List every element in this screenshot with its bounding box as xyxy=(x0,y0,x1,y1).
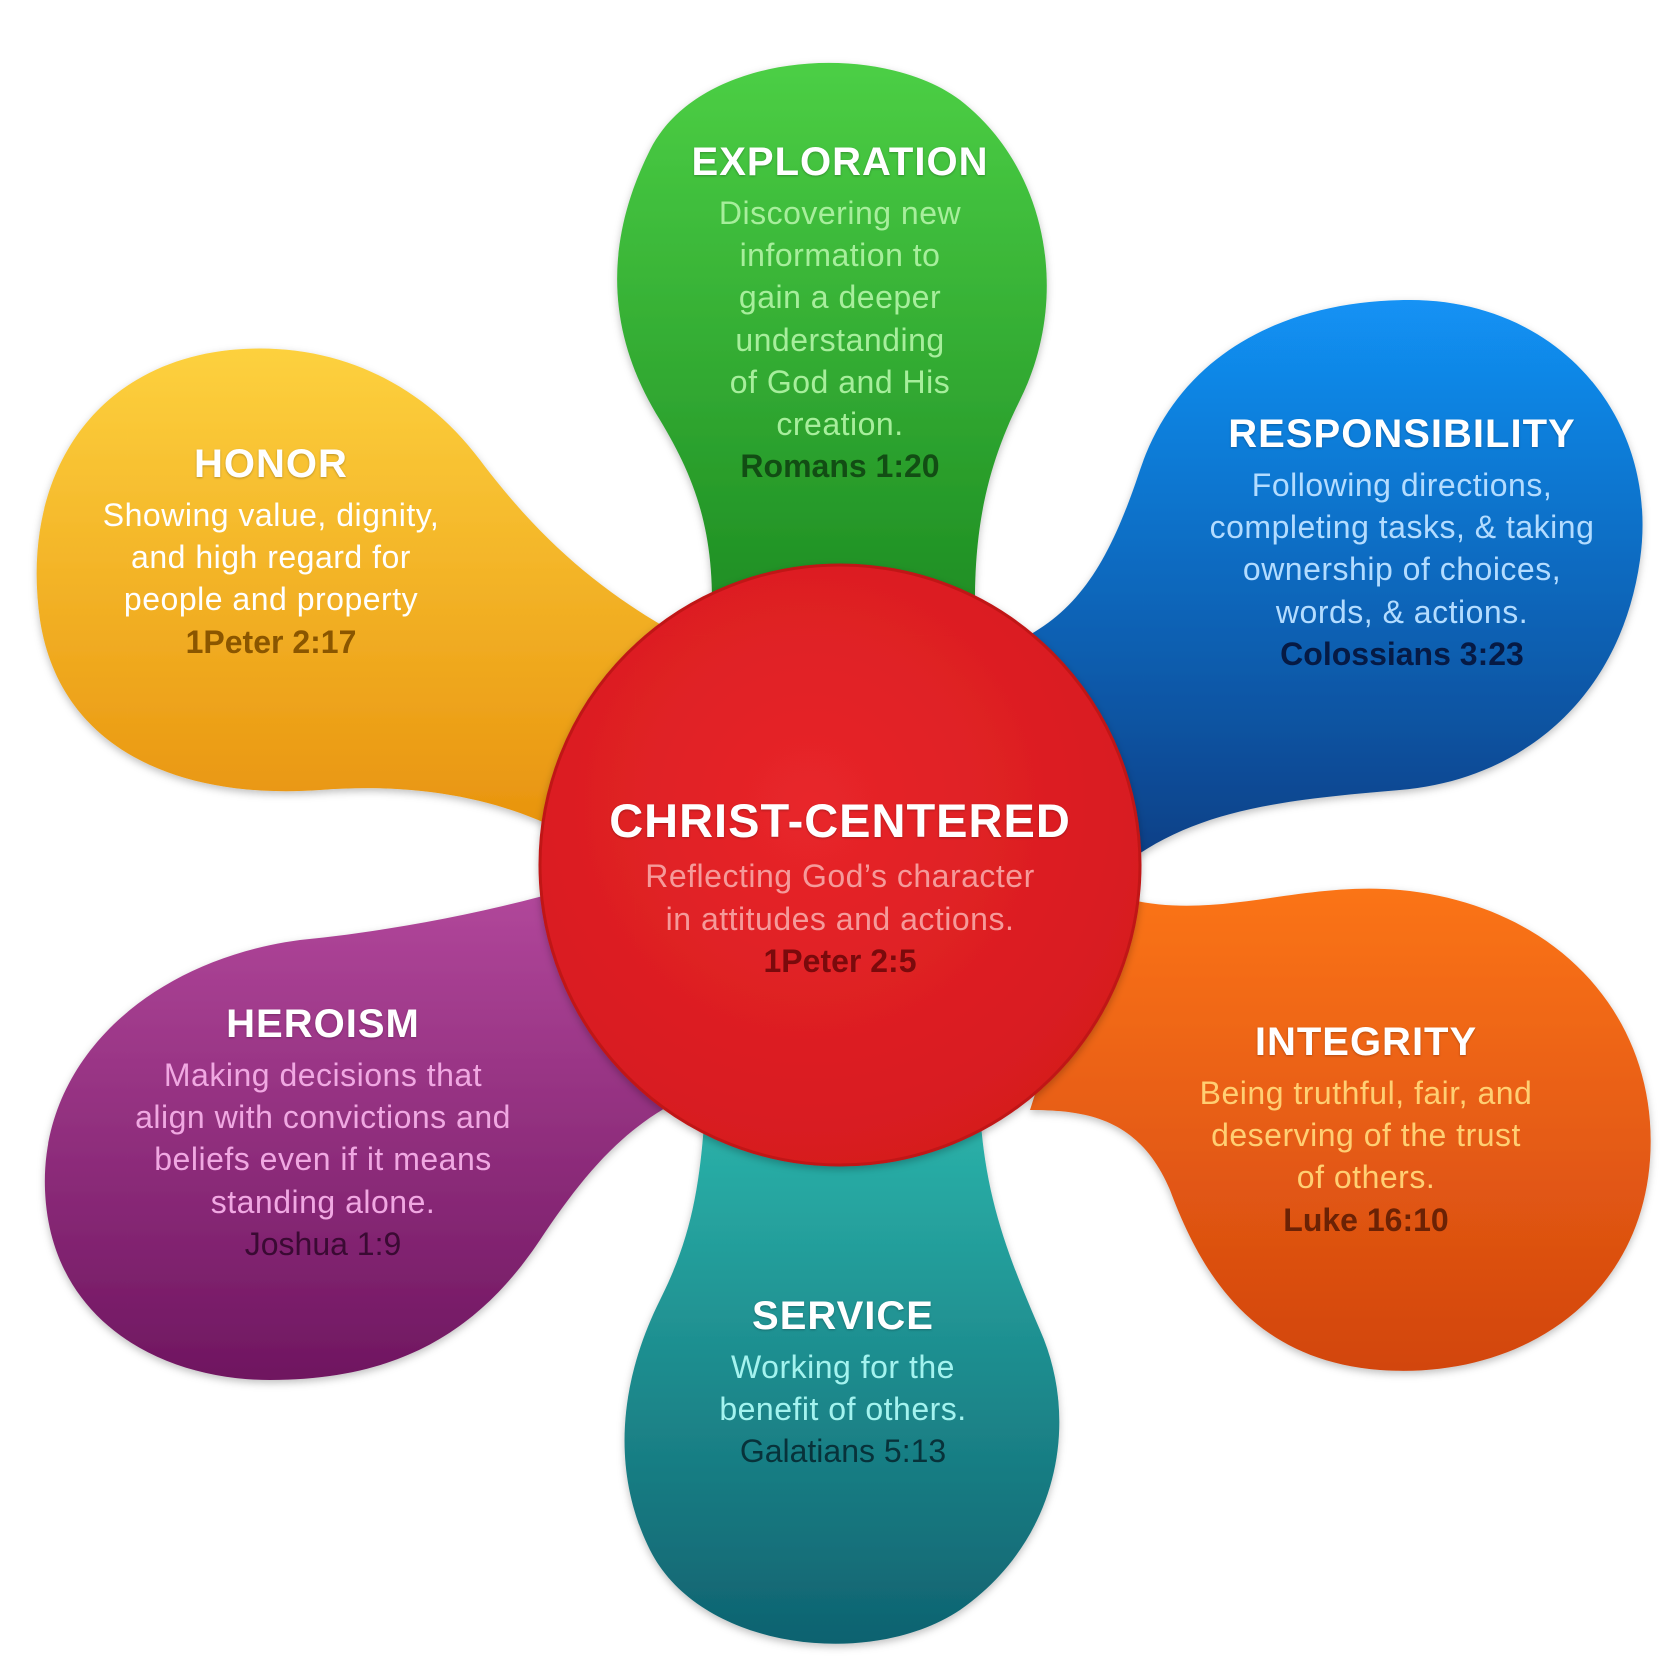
honor-reference: 1Peter 2:17 xyxy=(185,623,357,660)
integrity-description-line: Being truthful, fair, and xyxy=(1199,1075,1533,1111)
exploration-description-line: of God and His xyxy=(729,363,951,400)
exploration-description-line: creation. xyxy=(776,406,904,443)
integrity-description-line: of others. xyxy=(1296,1159,1436,1196)
petal-honor xyxy=(36,348,670,830)
center-title: CHRIST-CENTERED xyxy=(609,794,1071,847)
exploration-description-line: information to xyxy=(739,237,941,274)
service-title: SERVICE xyxy=(752,1294,934,1338)
heroism-label: HEROISM Making decisions that align with… xyxy=(103,1000,543,1263)
service-description-line: Working for the xyxy=(731,1349,955,1385)
heroism-title: HEROISM xyxy=(226,1002,420,1046)
center-description-line: in attitudes and actions. xyxy=(665,900,1015,937)
exploration-title: EXPLORATION xyxy=(691,140,989,184)
exploration-description-line: Discovering new xyxy=(718,195,962,231)
service-label: SERVICE Working for the benefit of other… xyxy=(653,1292,1033,1471)
responsibility-description-line: ownership of choices, xyxy=(1242,551,1562,588)
responsibility-description-line: words, & actions. xyxy=(1275,593,1529,630)
center-reference: 1Peter 2:5 xyxy=(763,942,917,979)
center-description-line: Reflecting God’s character xyxy=(645,858,1035,895)
responsibility-title: RESPONSIBILITY xyxy=(1228,412,1576,456)
heroism-description-line: align with convictions and xyxy=(135,1099,511,1136)
responsibility-label: RESPONSIBILITY Following directions, com… xyxy=(1172,410,1632,673)
heroism-description-line: Making decisions that xyxy=(163,1057,483,1093)
responsibility-description-line: completing tasks, & taking xyxy=(1209,509,1595,546)
heroism-description: Making decisions that align with convict… xyxy=(103,1054,543,1223)
exploration-description-line: understanding xyxy=(735,321,945,358)
heroism-description-line: beliefs even if it means xyxy=(154,1141,492,1178)
exploration-label: EXPLORATION Discovering new information … xyxy=(640,138,1040,486)
heroism-reference: Joshua 1:9 xyxy=(244,1225,402,1262)
service-description-line: benefit of others. xyxy=(719,1391,967,1428)
integrity-reference: Luke 16:10 xyxy=(1283,1201,1449,1238)
exploration-description: Discovering new information to gain a de… xyxy=(640,192,1040,445)
petal-integrity xyxy=(1030,888,1651,1371)
integrity-title: INTEGRITY xyxy=(1254,1020,1478,1064)
responsibility-description-line: Following directions, xyxy=(1251,467,1553,503)
honor-description-line: people and property xyxy=(123,581,419,618)
service-reference: Galatians 5:13 xyxy=(739,1433,947,1470)
petal-exploration xyxy=(617,62,1047,601)
responsibility-reference: Colossians 3:23 xyxy=(1280,635,1524,672)
integrity-description: Being truthful, fair, and deserving of t… xyxy=(1156,1072,1576,1199)
exploration-description-line: gain a deeper xyxy=(738,279,942,316)
service-description: Working for the benefit of others. xyxy=(653,1346,1033,1430)
petal-service xyxy=(624,1110,1060,1644)
petal-heroism xyxy=(44,880,680,1380)
responsibility-description: Following directions, completing tasks, … xyxy=(1172,464,1632,633)
center-circle xyxy=(538,563,1142,1167)
petal-responsibility xyxy=(1020,300,1643,860)
integrity-label: INTEGRITY Being truthful, fair, and dese… xyxy=(1156,1018,1576,1239)
honor-description-line: Showing value, dignity, xyxy=(102,497,440,533)
exploration-reference: Romans 1:20 xyxy=(740,448,940,485)
center-label: CHRIST-CENTERED Reflecting God’s charact… xyxy=(560,793,1120,980)
integrity-description-line: deserving of the trust xyxy=(1211,1117,1521,1154)
honor-title: HONOR xyxy=(194,442,348,486)
honor-label: HONOR Showing value, dignity, and high r… xyxy=(61,440,481,661)
heroism-description-line: standing alone. xyxy=(210,1183,436,1220)
honor-description-line: and high regard for xyxy=(131,539,411,576)
center-description: Reflecting God’s character in attitudes … xyxy=(560,855,1120,939)
honor-description: Showing value, dignity, and high regard … xyxy=(61,494,481,621)
